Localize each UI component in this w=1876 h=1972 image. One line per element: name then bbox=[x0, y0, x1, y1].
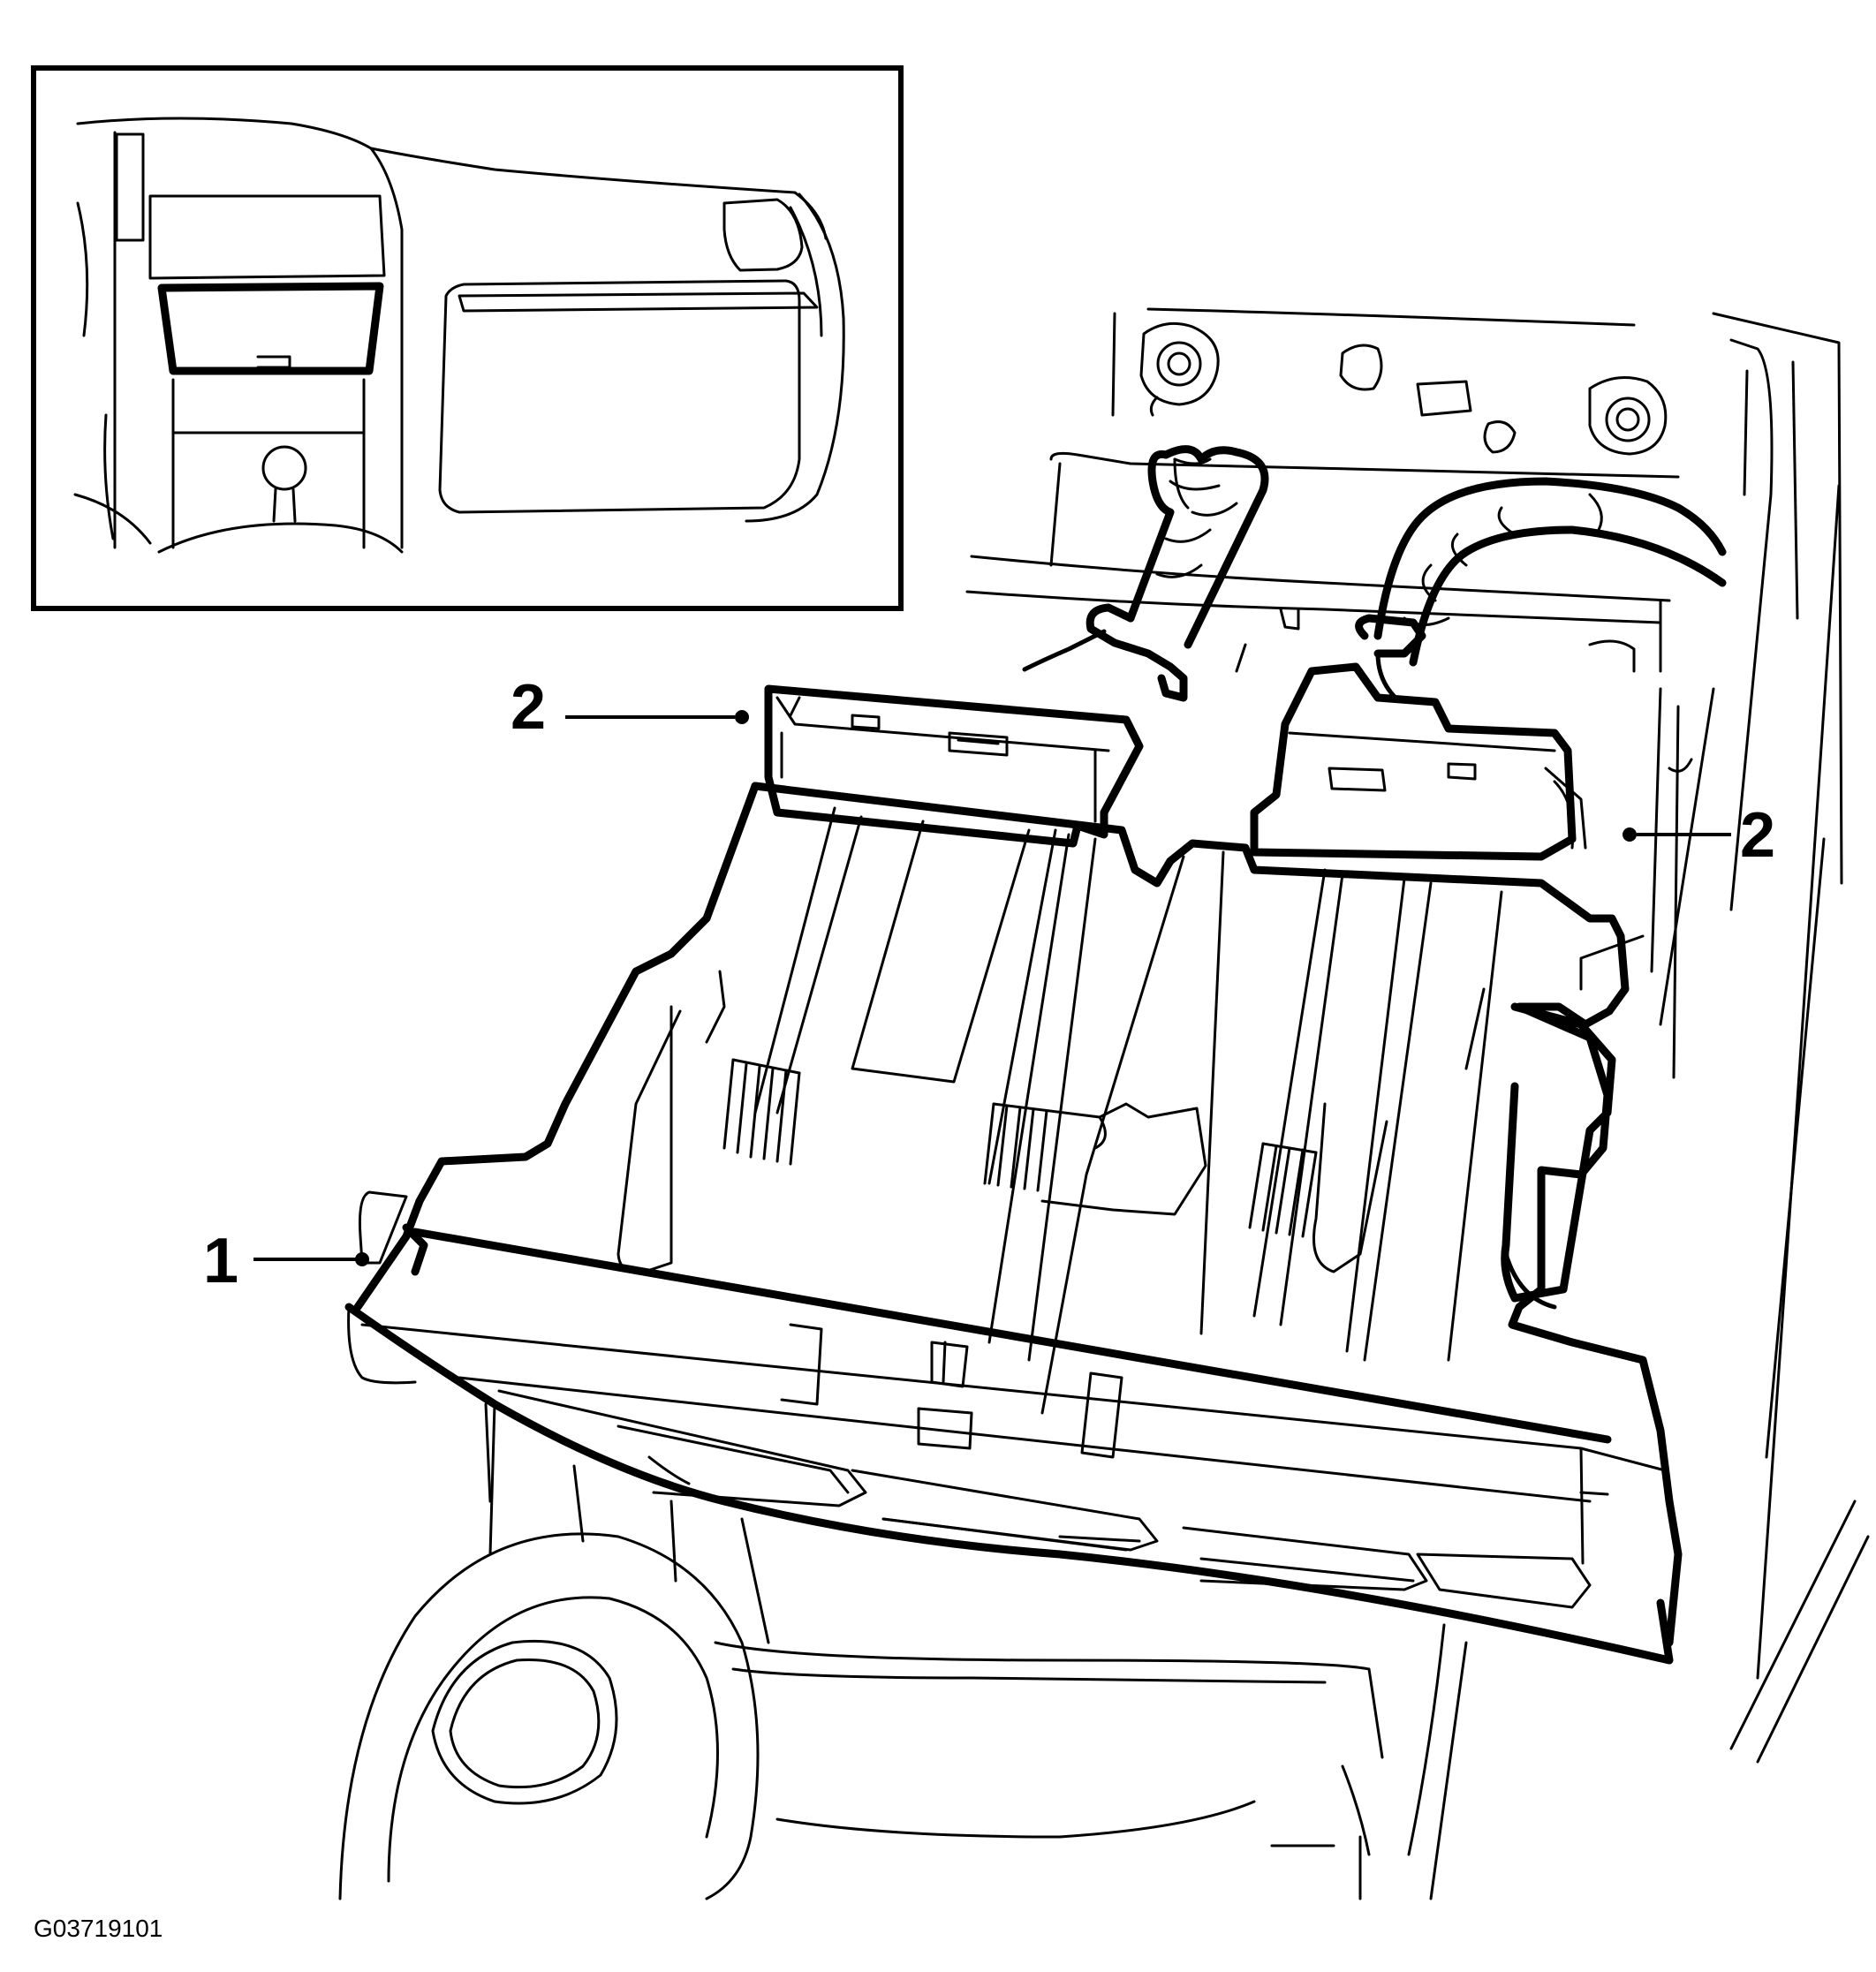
inset-frame bbox=[31, 65, 904, 611]
front-edge-tabs bbox=[780, 1323, 1123, 1459]
mounting-nuts bbox=[1139, 321, 1668, 456]
callout-2-left: 2 bbox=[511, 672, 749, 743]
mount-bracket-left bbox=[347, 1190, 428, 1385]
callout-2-left-label: 2 bbox=[511, 672, 546, 743]
passenger-vent bbox=[722, 198, 804, 272]
wiring-harness-left bbox=[1022, 445, 1269, 702]
center-console-lower bbox=[171, 378, 366, 549]
fascia-display bbox=[1416, 1553, 1592, 1609]
hole-3 bbox=[1483, 420, 1517, 454]
fascia-button-row-right bbox=[1182, 1526, 1428, 1591]
side-bracket-right bbox=[1501, 1002, 1616, 1310]
connector-right bbox=[1250, 662, 1587, 861]
ribbon-clip-center bbox=[983, 1102, 1207, 1216]
lower-console bbox=[484, 1402, 1468, 1900]
nut-left bbox=[1139, 321, 1220, 417]
dashboard-inset bbox=[31, 65, 904, 611]
panel-rear-body bbox=[751, 782, 1683, 1647]
climate-control-panel bbox=[344, 782, 1683, 1665]
ribbon-clip-left bbox=[722, 1058, 801, 1166]
glovebox bbox=[438, 279, 819, 514]
fascia-button-row-left bbox=[497, 1389, 867, 1507]
panel-front-fascia bbox=[344, 1303, 1674, 1665]
hole-2 bbox=[1416, 380, 1472, 417]
dashboard-outline bbox=[73, 117, 845, 554]
climate-control-panel-highlighted bbox=[157, 282, 384, 375]
connector-left bbox=[764, 684, 1144, 848]
callout-1: 1 bbox=[203, 1226, 369, 1296]
callout-2-right: 2 bbox=[1623, 800, 1775, 871]
hole-1 bbox=[1339, 344, 1383, 391]
callout-1-label: 1 bbox=[203, 1226, 238, 1296]
wiring-harness-right bbox=[1355, 477, 1727, 705]
fascia-button-row-center bbox=[851, 1469, 1159, 1552]
nut-right bbox=[1588, 376, 1668, 456]
vent-side-left bbox=[115, 132, 145, 242]
gear-shifter-knob bbox=[338, 1532, 760, 1900]
radio-panel-upper bbox=[148, 194, 386, 280]
ribbon-clip-right bbox=[1248, 1142, 1318, 1238]
panel-chassis-ribs bbox=[617, 806, 1503, 1415]
callout-2-right-label: 2 bbox=[1740, 800, 1775, 871]
figure-id: G03719101 bbox=[34, 1915, 163, 1942]
